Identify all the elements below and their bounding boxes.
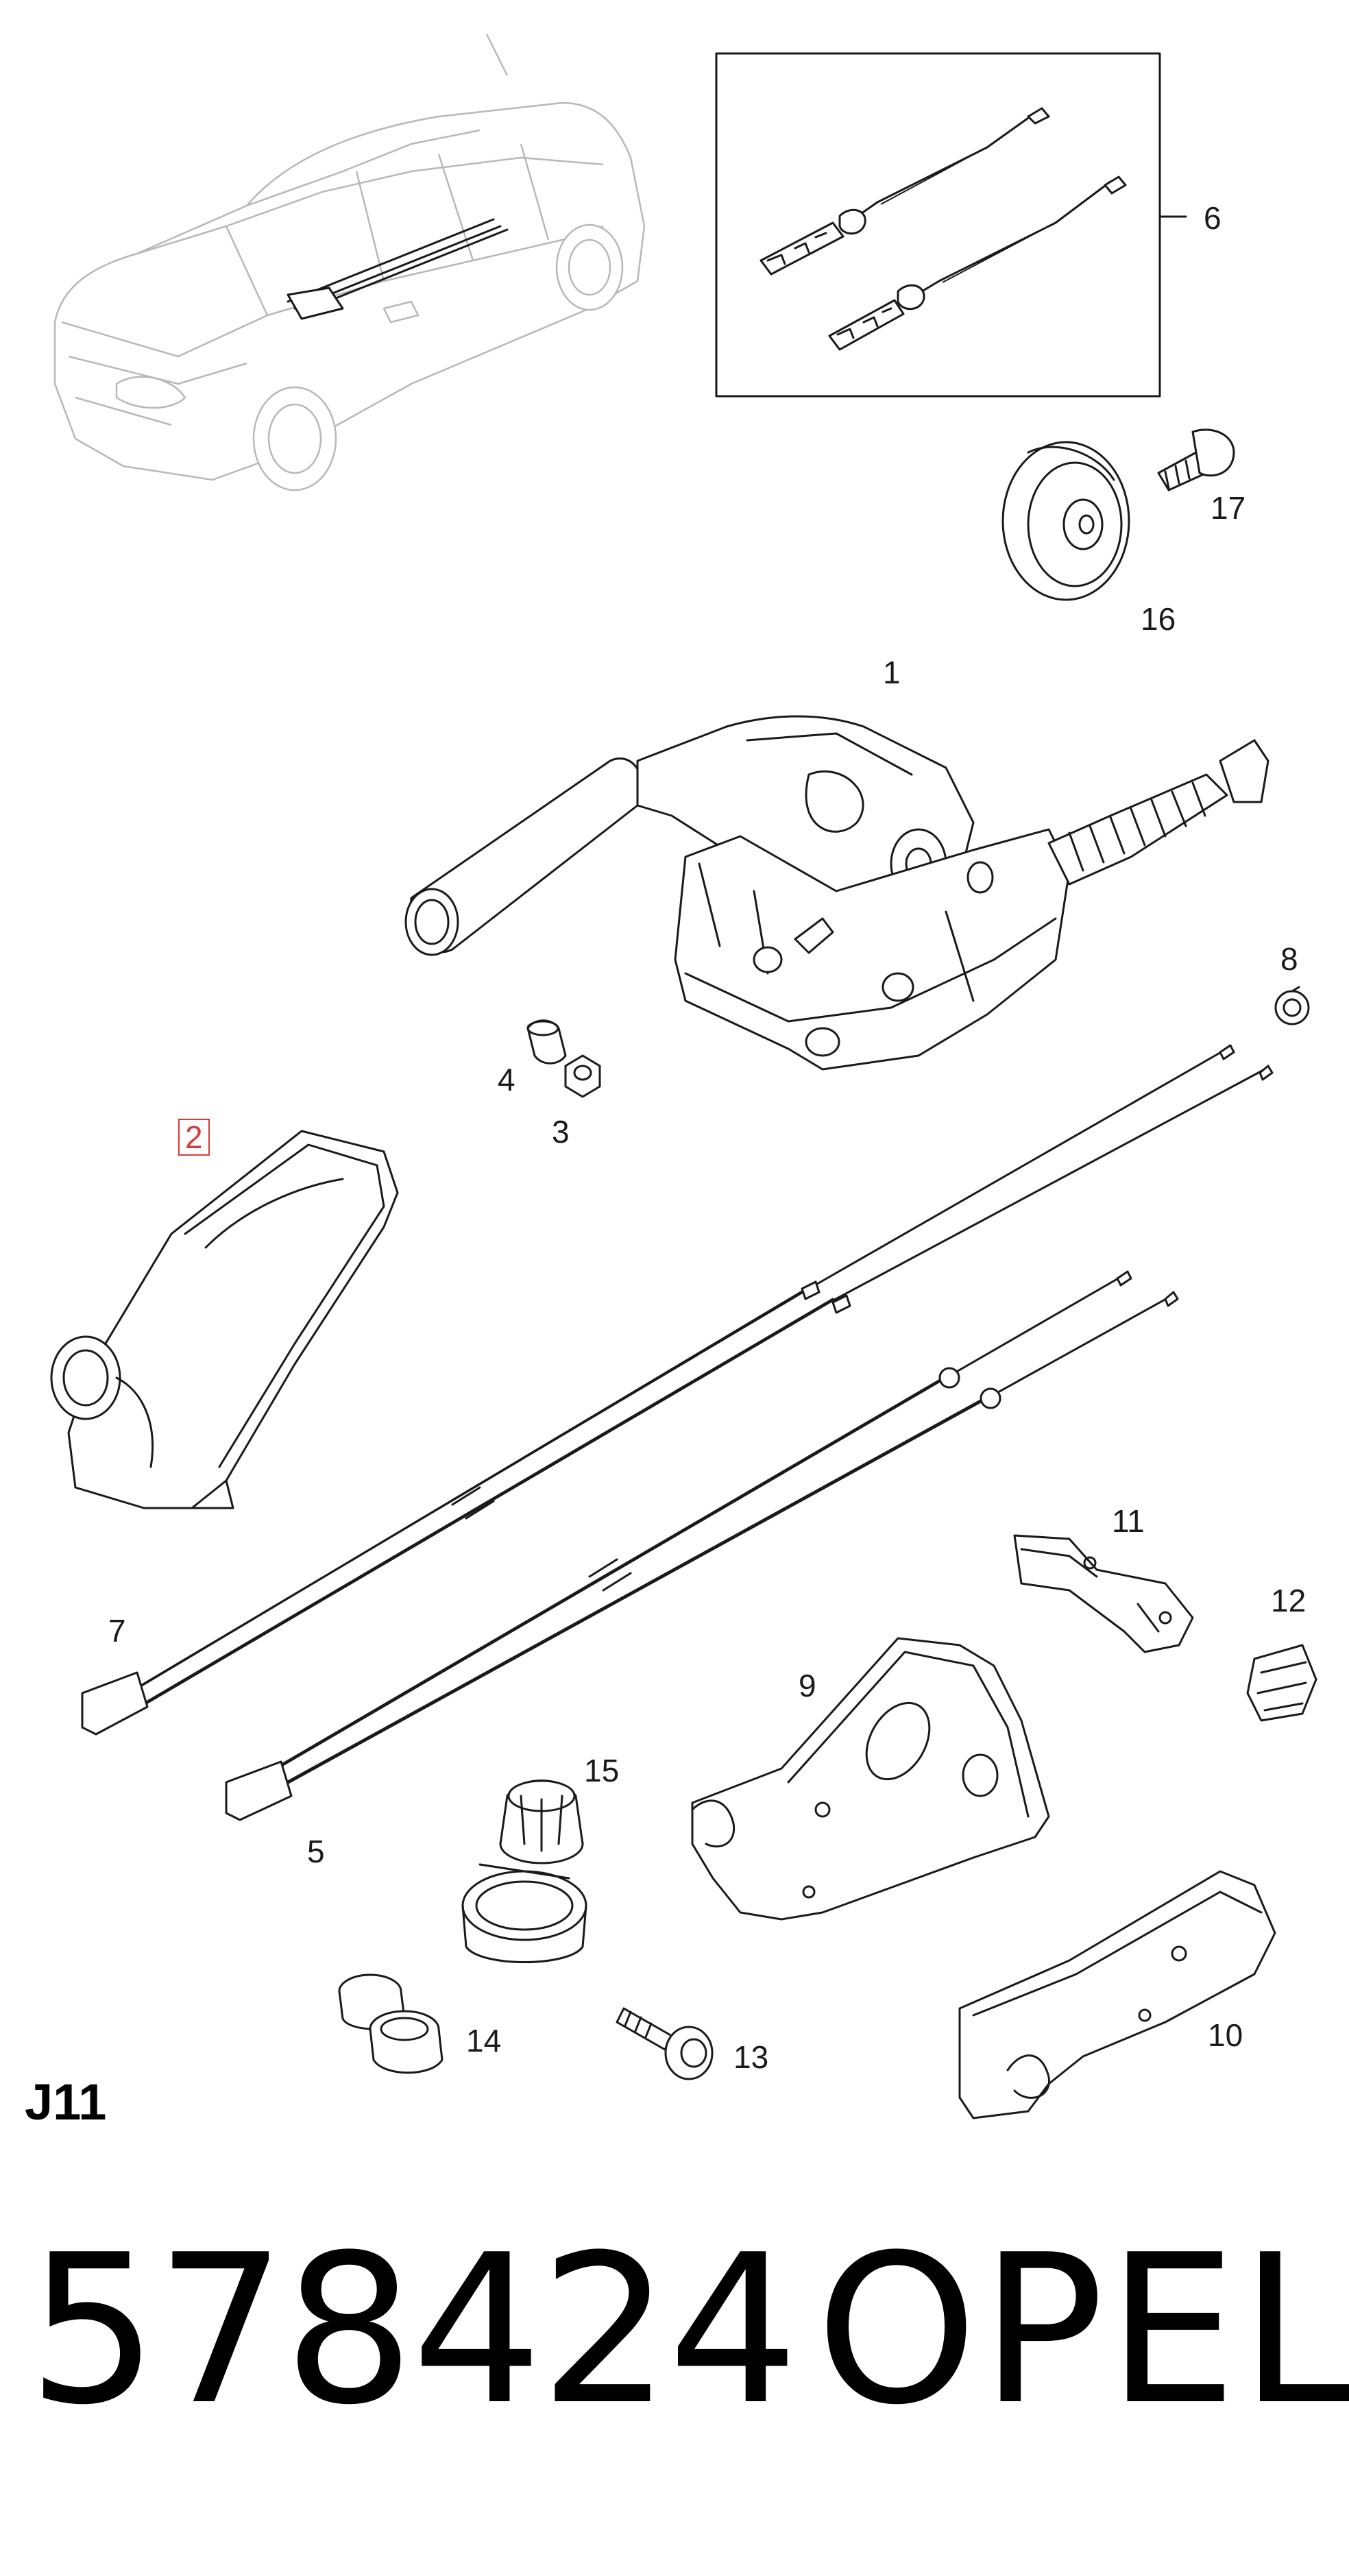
item-11-bracket: [1013, 1534, 1194, 1653]
callout-14[interactable]: 14: [466, 2023, 502, 2058]
item-8-clip: [1274, 986, 1310, 1025]
callout-7[interactable]: 7: [108, 1613, 126, 1649]
brand-name: OPEL: [816, 2211, 1349, 2450]
diagram-code: J11: [25, 2074, 107, 2130]
item-1-parking-brake-lever: [404, 715, 1269, 1071]
callout-11[interactable]: 11: [1112, 1503, 1145, 1539]
callout-10[interactable]: 10: [1208, 2017, 1243, 2053]
callout-1[interactable]: 1: [883, 655, 901, 690]
item-7-cable: [81, 1044, 1274, 1736]
item-10-bracket: [958, 1870, 1276, 2119]
item-9-bracket: [691, 1637, 1050, 1921]
vehicle-illustration: [53, 34, 646, 491]
item-5-cable: [225, 1270, 1179, 1821]
item-3-nut: [564, 1054, 601, 1098]
callout-5[interactable]: 5: [307, 1834, 325, 1869]
item-16-damper: [1001, 441, 1130, 601]
item-2-boot: [50, 1130, 399, 1509]
callout-12[interactable]: 12: [1271, 1583, 1307, 1618]
item-6-cable-set: [715, 52, 1187, 398]
item-15-clamp: [461, 1779, 587, 1963]
callout-8[interactable]: 8: [1280, 941, 1298, 977]
callout-3[interactable]: 3: [552, 1114, 570, 1150]
part-number: 578424: [27, 2211, 799, 2450]
item-13-bolt: [616, 2007, 714, 2080]
callout-2[interactable]: 2: [178, 1119, 210, 1156]
callout-15[interactable]: 15: [584, 1753, 620, 1788]
item-4-cap: [526, 1019, 567, 1065]
callout-4[interactable]: 4: [498, 1062, 515, 1097]
callout-6[interactable]: 6: [1204, 200, 1222, 236]
callout-17[interactable]: 17: [1211, 490, 1246, 526]
item-14-bushing: [338, 1973, 443, 2074]
item-12-clip: [1246, 1644, 1317, 1722]
item-17-screw: [1157, 428, 1235, 491]
callout-9[interactable]: 9: [799, 1668, 816, 1703]
callout-16[interactable]: 16: [1141, 601, 1176, 637]
callout-13[interactable]: 13: [733, 2039, 769, 2075]
